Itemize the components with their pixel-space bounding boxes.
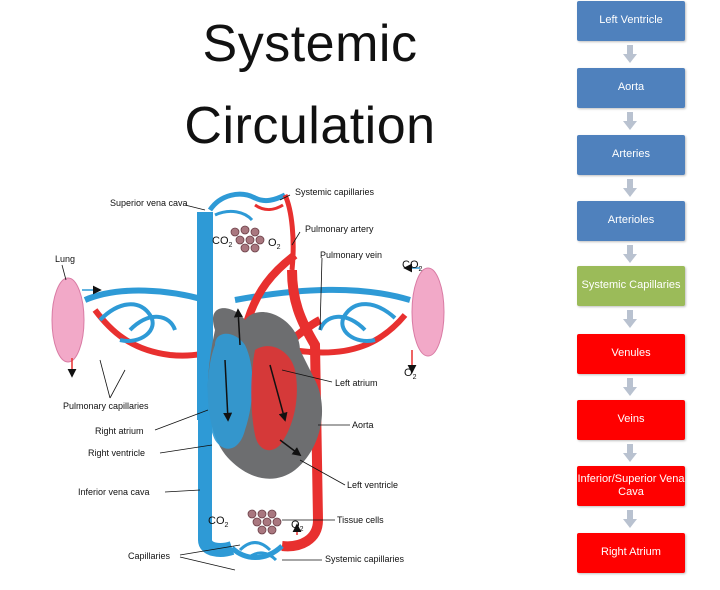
gas-exchange-arrows	[67, 263, 420, 535]
flow-step-arteries: Arteries	[577, 135, 685, 175]
co2-label-bottom: CO2	[208, 515, 229, 529]
label-inferior-vena-cava: Inferior vena cava	[78, 487, 150, 497]
heart-right-chambers	[207, 333, 253, 449]
label-left-atrium: Left atrium	[335, 378, 378, 388]
flow-step-arterioles: Arterioles	[577, 201, 685, 241]
flow-down-arrow-icon	[623, 245, 637, 263]
flow-down-arrow-icon	[623, 45, 637, 63]
label-systemic-capillaries-top: Systemic capillaries	[295, 187, 375, 197]
bottom-systemic-capillaries	[230, 541, 284, 562]
flow-down-arrow-icon	[623, 510, 637, 528]
left-lung-illustration	[51, 277, 85, 363]
flow-step-inferior-superior-vena-cava: Inferior/Superior Vena Cava	[577, 466, 685, 506]
bottom-tissue-cells	[247, 509, 282, 535]
page-title-line1: Systemic	[202, 15, 418, 73]
right-lung-illustration	[411, 267, 445, 357]
label-pulmonary-vein: Pulmonary vein	[320, 250, 382, 260]
co2-label-top: CO2	[212, 235, 233, 249]
heart-flow-arrows	[223, 308, 302, 457]
flow-step-venules: Venules	[577, 334, 685, 374]
top-tissue-cells	[230, 225, 265, 253]
flow-down-arrow-icon	[623, 179, 637, 197]
flow-down-arrow-icon	[623, 378, 637, 396]
flow-down-arrow-icon	[623, 444, 637, 462]
leader-lines	[61, 194, 350, 571]
heart-left-chambers	[251, 346, 297, 451]
label-tissue-cells: Tissue cells	[337, 515, 384, 525]
flow-step-aorta: Aorta	[577, 68, 685, 108]
o2-label-right-lung: O2	[404, 367, 417, 381]
label-pulmonary-capillaries: Pulmonary capillaries	[63, 401, 149, 411]
label-aorta: Aorta	[352, 420, 374, 430]
page-title-line2: Circulation	[184, 97, 436, 155]
label-lung: Lung	[55, 254, 75, 264]
flow-step-right-atrium: Right Atrium	[577, 533, 685, 573]
co2-label-right-lung: CO2	[402, 259, 423, 273]
inferior-vena-cava-vessel	[198, 420, 235, 557]
label-systemic-capillaries-bottom: Systemic capillaries	[325, 554, 405, 564]
flow-step-left-ventricle: Left Ventricle	[577, 1, 685, 41]
aorta-vessel	[281, 269, 324, 552]
flow-step-systemic-capillaries: Systemic Capillaries	[577, 266, 685, 306]
label-pulmonary-artery: Pulmonary artery	[305, 224, 374, 234]
flow-down-arrow-icon	[623, 310, 637, 328]
flow-step-veins: Veins	[577, 400, 685, 440]
label-superior-vena-cava: Superior vena cava	[110, 198, 188, 208]
label-left-ventricle: Left ventricle	[347, 480, 398, 490]
label-right-ventricle: Right ventricle	[88, 448, 145, 458]
flow-down-arrow-icon	[623, 112, 637, 130]
o2-label-bottom: O2	[291, 519, 304, 533]
label-capillaries: Capillaries	[128, 551, 171, 561]
o2-label-top: O2	[268, 237, 281, 251]
label-right-atrium: Right atrium	[95, 426, 144, 436]
